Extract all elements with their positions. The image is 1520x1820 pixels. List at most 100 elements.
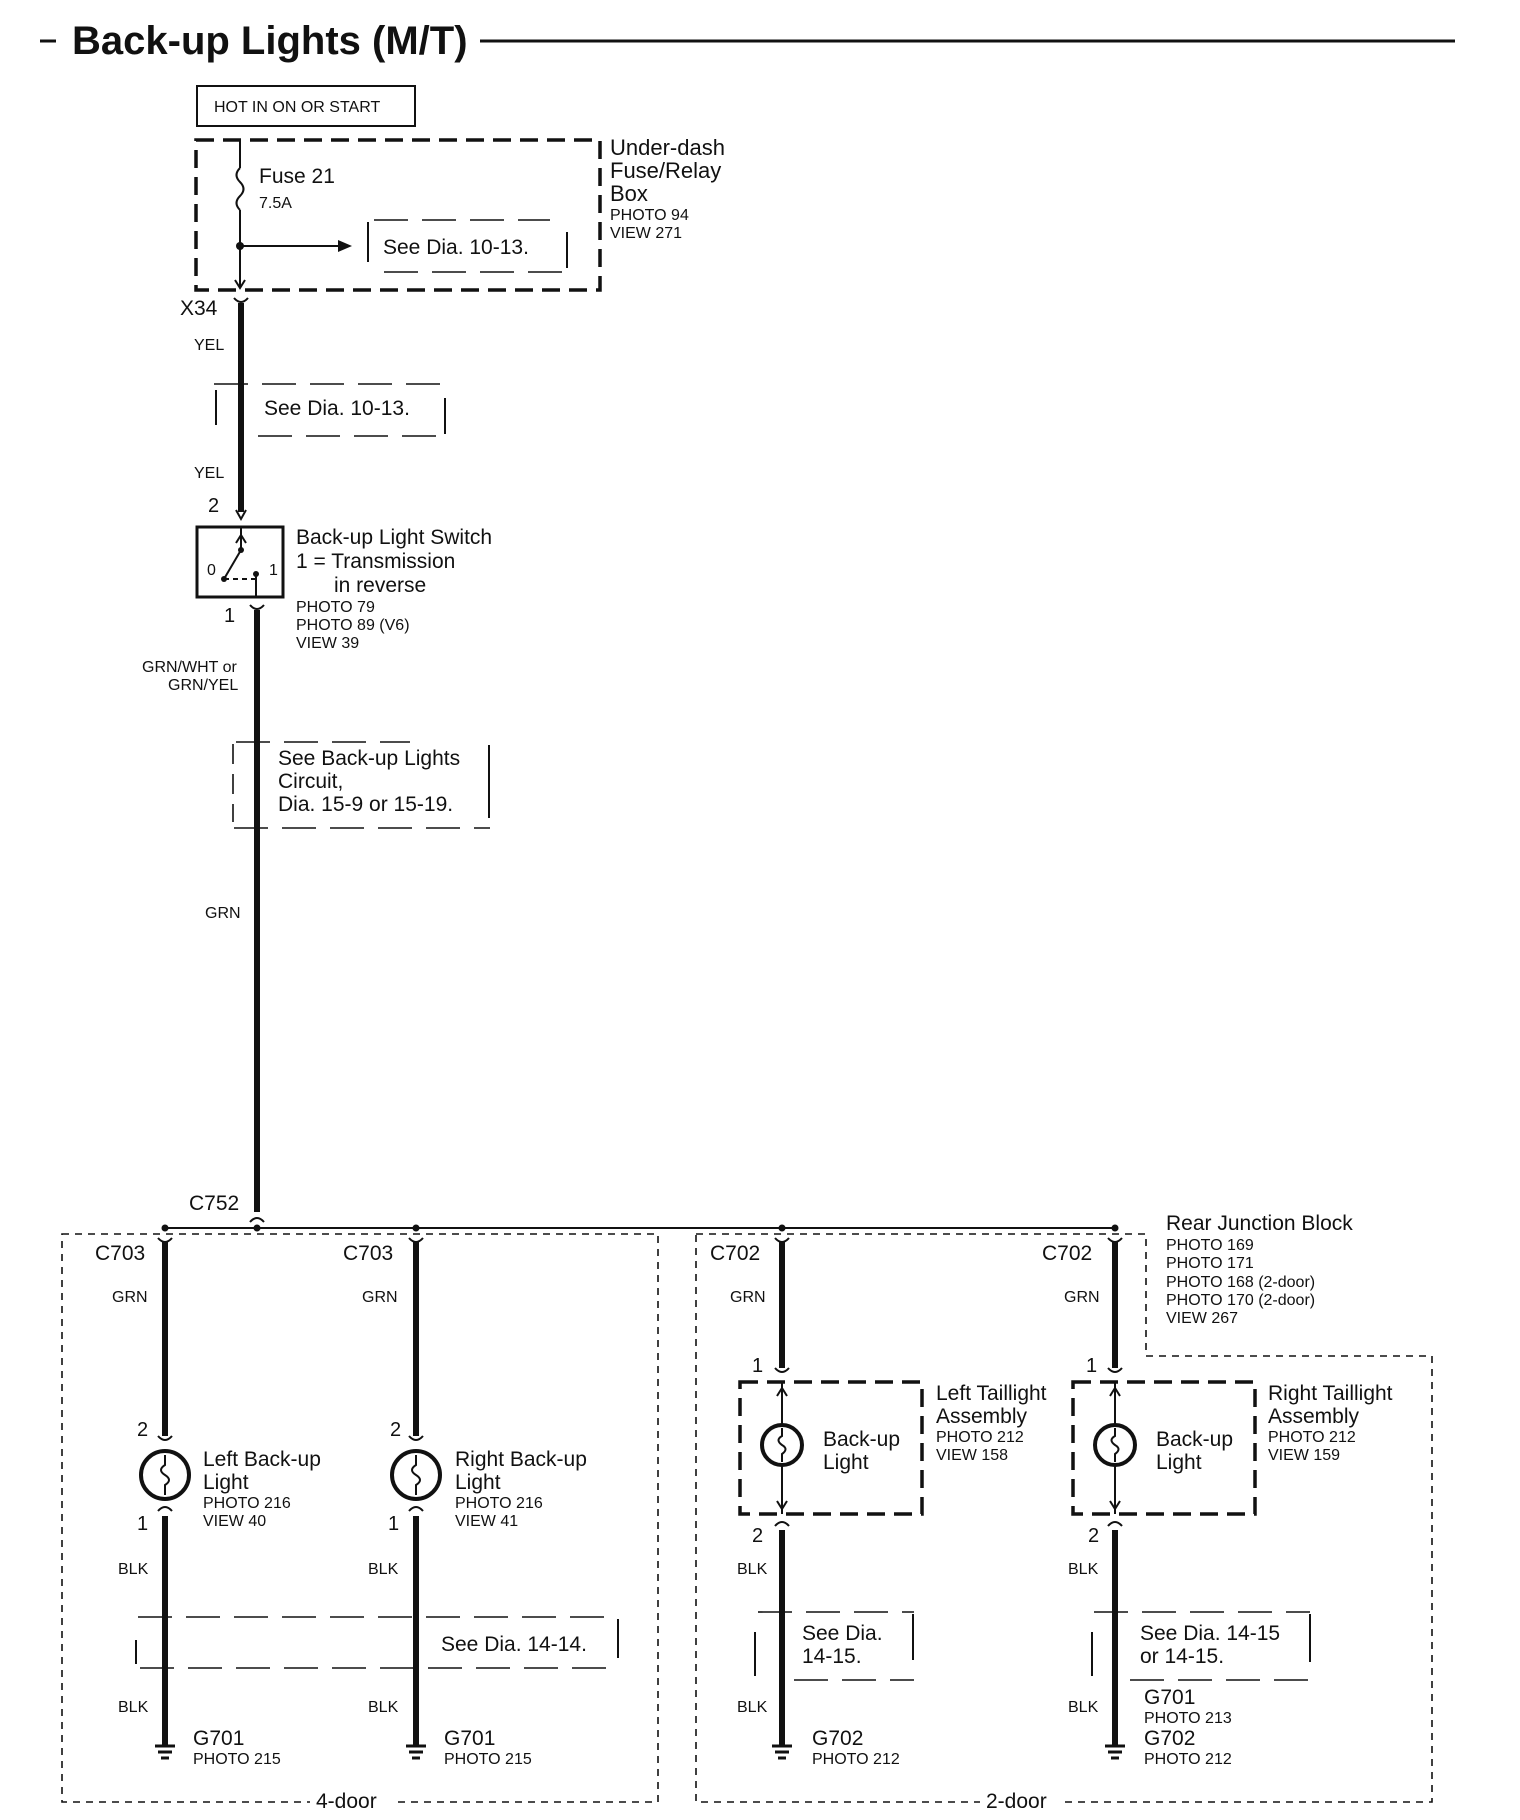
rear-junction-photo-1: PHOTO 169 <box>1166 1237 1254 1254</box>
left-backup-light-bulb <box>139 1449 191 1501</box>
wire-blk-4d-right-label-2: BLK <box>368 1699 399 1716</box>
c702-left-symbol <box>774 1237 790 1243</box>
connector-c702-left: C702 <box>710 1242 760 1265</box>
rear-junction-photo-3: PHOTO 168 (2-door) <box>1166 1274 1315 1291</box>
two-door-label-bg <box>980 1788 1062 1812</box>
pin-2-left-symbol <box>157 1435 173 1441</box>
right-taillight-name-1: Right Taillight <box>1268 1382 1393 1405</box>
right-backup-name-1: Right Back-up <box>455 1448 587 1471</box>
switch-pos-0: 0 <box>207 562 216 579</box>
circuit-ref-2: Circuit, <box>278 770 343 793</box>
switch-blade <box>223 549 242 580</box>
ground-g702-left-photo: PHOTO 212 <box>812 1751 900 1768</box>
four-door-left-branch: C703 GRN 2 1 Left Back-up Light PHOTO 21… <box>95 1237 321 1768</box>
see-ref-10-13-text: See Dia. 10-13. <box>264 397 410 420</box>
switch-desc-2: in reverse <box>334 574 426 597</box>
fuse-box-view: VIEW 271 <box>610 225 682 242</box>
connector-c702-right: C702 <box>1042 1242 1092 1265</box>
wire-blk-2d-left-label-1: BLK <box>737 1561 768 1578</box>
left-taillight-bulb <box>760 1423 804 1467</box>
four-door-region <box>61 1233 659 1803</box>
right-backup-name-2: Light <box>455 1471 501 1494</box>
right-backup-light-bulb <box>390 1449 442 1501</box>
right-taillight-view: VIEW 159 <box>1268 1447 1340 1464</box>
pin-2-right-backup: 2 <box>390 1419 401 1441</box>
fuse-box-photo: PHOTO 94 <box>610 207 689 224</box>
see-ref-2d-right-1: See Dia. 14-15 <box>1140 1622 1280 1645</box>
pin-1-right-backup: 1 <box>388 1513 399 1535</box>
fuse-box-name-3: Box <box>610 181 648 206</box>
c703-left-symbol <box>157 1237 173 1243</box>
right-taillight-photo: PHOTO 212 <box>1268 1429 1356 1446</box>
fuse-box-see-ref-text: See Dia. 10-13. <box>383 236 529 259</box>
left-taillight-name-1: Left Taillight <box>936 1382 1047 1405</box>
right-backup-view: VIEW 41 <box>455 1513 518 1530</box>
left-taillight-photo: PHOTO 212 <box>936 1429 1024 1446</box>
ground-g701-right-photo: PHOTO 215 <box>444 1751 532 1768</box>
c703-right-symbol <box>408 1237 424 1243</box>
fuse-box-see-ref: See Dia. 10-13. <box>367 219 568 273</box>
right-taillight-inner-2: Light <box>1156 1451 1202 1474</box>
switch-pin-2-arrow <box>235 509 247 522</box>
wire-grnwht-label-1: GRN/WHT or <box>142 659 237 676</box>
four-door-label: 4-door <box>316 1790 377 1813</box>
right-taillight-assembly <box>1071 1380 1257 1516</box>
pin-2-right-taillight: 2 <box>1088 1525 1099 1547</box>
pin-1-right-taillight: 1 <box>1086 1355 1097 1377</box>
circuit-ref-1: See Back-up Lights <box>278 747 460 770</box>
two-door-label: 2-door <box>986 1790 1047 1813</box>
fuse-branch-arrow <box>338 240 352 252</box>
pin-1-left-backup: 1 <box>137 1513 148 1535</box>
wire-blk-2d-right-label-1: BLK <box>1068 1561 1099 1578</box>
pin-2-left-backup: 2 <box>137 1419 148 1441</box>
rear-junction-photo-2: PHOTO 171 <box>1166 1255 1254 1272</box>
power-source-box <box>196 85 416 127</box>
ground-g701-right-2d: G701 <box>1144 1686 1195 1709</box>
rear-junction-view: VIEW 267 <box>1166 1310 1238 1327</box>
wire-grnwht-label-2: GRN/YEL <box>168 677 238 694</box>
right-taillight-name-2: Assembly <box>1268 1405 1360 1428</box>
pin-1-left-taillight: 1 <box>752 1355 763 1377</box>
wire-grn-2d-right-label: GRN <box>1064 1289 1100 1306</box>
bus-node-c752 <box>253 1224 261 1232</box>
pin-2-left-taillight-symbol <box>774 1521 790 1527</box>
left-taillight-inner-1: Back-up <box>823 1428 900 1451</box>
wire-blk-4d-left-label-1: BLK <box>118 1561 149 1578</box>
pin-2-right-taillight-symbol <box>1107 1521 1123 1527</box>
bus-node-2 <box>412 1224 420 1232</box>
ground-g701-right-2d-photo: PHOTO 213 <box>1144 1710 1232 1727</box>
wire-blk-2d-left-label-2: BLK <box>737 1699 768 1716</box>
pin-2-right-symbol <box>408 1435 424 1441</box>
wire-grn-4d-left-label: GRN <box>112 1289 148 1306</box>
left-taillight-filament <box>777 1428 787 1462</box>
left-bulb-filament <box>160 1455 170 1495</box>
switch-pos-1: 1 <box>269 562 278 579</box>
ground-g702-left: G702 <box>812 1727 863 1750</box>
connector-c752-symbol <box>249 1217 265 1223</box>
switch-pin-2: 2 <box>208 495 219 517</box>
connector-c703-right: C703 <box>343 1242 393 1265</box>
pin-1-right-taillight-symbol <box>1107 1367 1123 1373</box>
wire-blk-4d-right-label-1: BLK <box>368 1561 399 1578</box>
left-backup-photo: PHOTO 216 <box>203 1495 291 1512</box>
wire-blk-2d-right-label-2: BLK <box>1068 1699 1099 1716</box>
ground-g701-right: G701 <box>444 1727 495 1750</box>
switch-photo-2: PHOTO 89 (V6) <box>296 617 410 634</box>
wire-yel-label-2: YEL <box>194 465 224 482</box>
switch-photo-1: PHOTO 79 <box>296 599 375 616</box>
two-door-right-branch: C702 GRN 1 Back-up Light Right Taillight… <box>1042 1237 1393 1768</box>
right-taillight-inner-arrow-top <box>1109 1386 1121 1397</box>
fuse-box-outline <box>194 138 602 292</box>
left-taillight-inner-arrow-top <box>776 1386 788 1397</box>
left-backup-name-1: Left Back-up <box>203 1448 321 1471</box>
bus-node-4 <box>1111 1224 1119 1232</box>
fuse-box-name-2: Fuse/Relay <box>610 158 721 183</box>
left-backup-view: VIEW 40 <box>203 1513 266 1530</box>
switch-view: VIEW 39 <box>296 635 359 652</box>
wire-blk-4d-left-label-2: BLK <box>118 1699 149 1716</box>
see-ref-14-14: See Dia. 14-14. <box>135 1616 619 1669</box>
circuit-ref-3: Dia. 15-9 or 15-19. <box>278 793 453 816</box>
left-taillight-assembly <box>738 1380 924 1516</box>
see-ref-10-13: See Dia. 10-13. <box>214 383 446 437</box>
wire-grn-2d-left-label: GRN <box>730 1289 766 1306</box>
